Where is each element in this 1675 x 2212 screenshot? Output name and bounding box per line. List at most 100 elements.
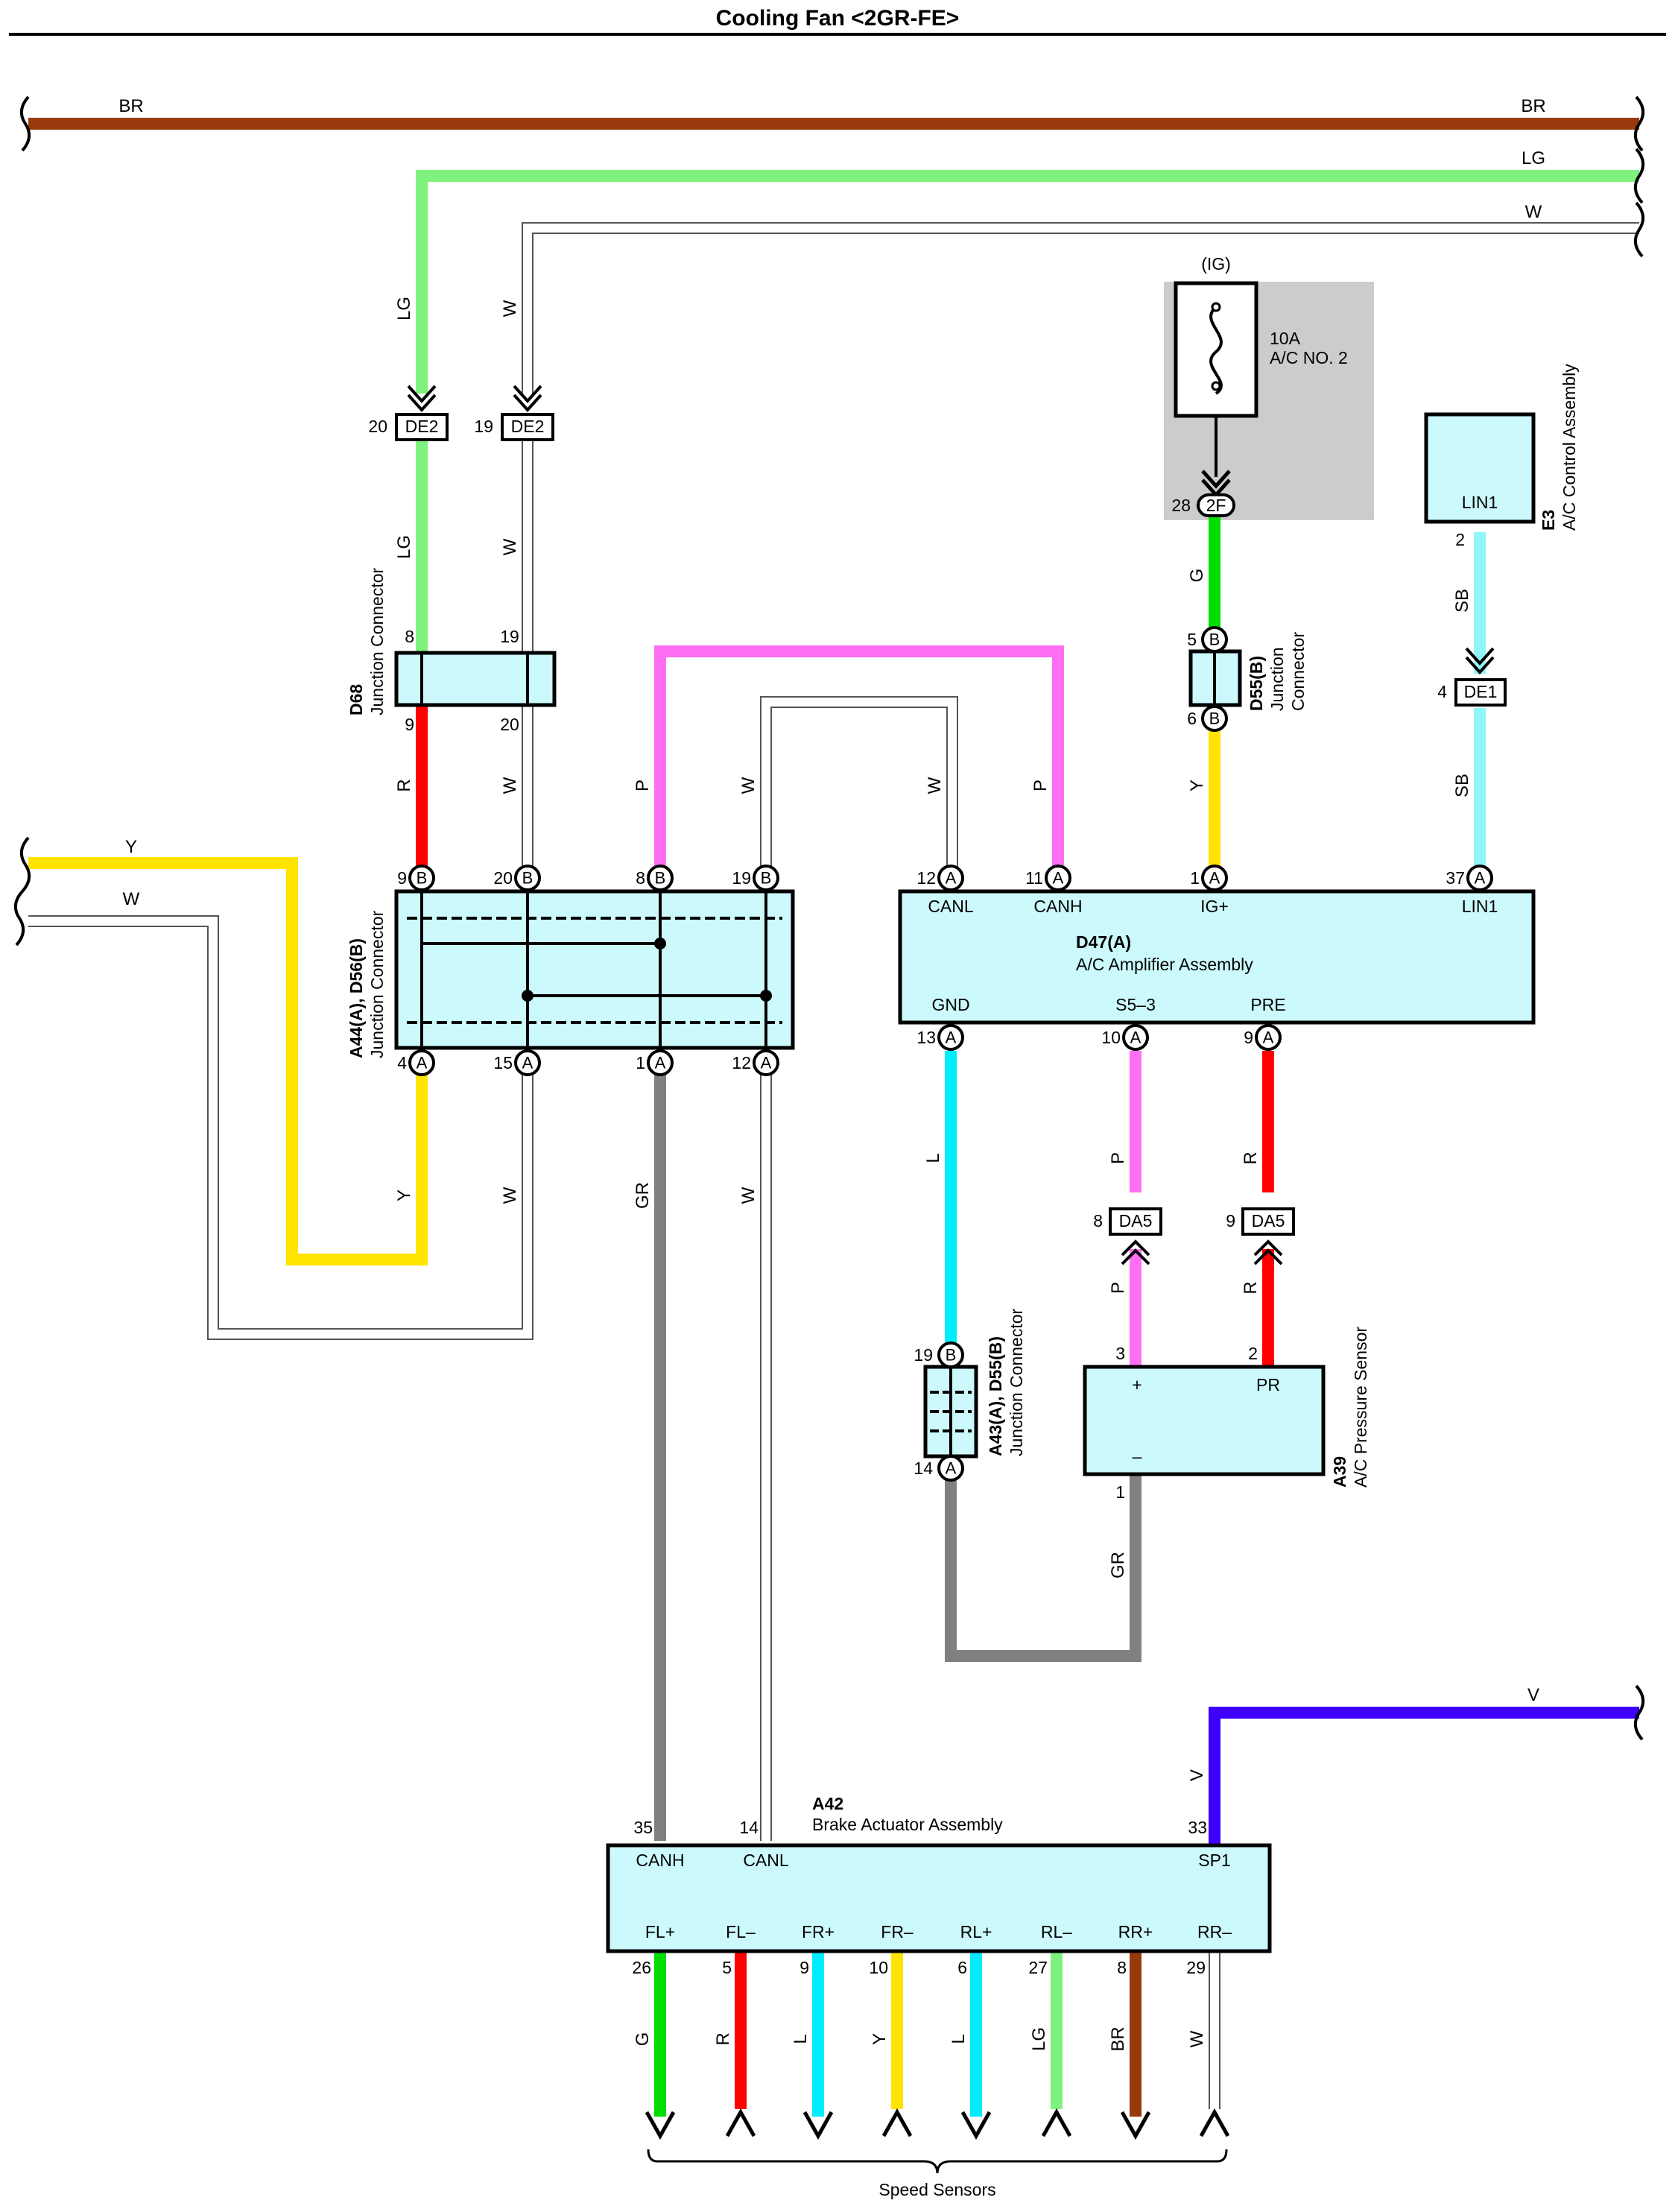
pin-circle bbox=[1201, 626, 1228, 653]
pin-number: 8 bbox=[1117, 1958, 1127, 1977]
wire-label: R bbox=[394, 779, 414, 791]
pin-number: 19 bbox=[732, 868, 751, 888]
terminal-label: FL– bbox=[726, 1922, 756, 1941]
pin-circle bbox=[1201, 865, 1228, 891]
connector-box bbox=[501, 413, 554, 441]
arrow-down-icon bbox=[802, 2111, 834, 2140]
pin-circle bbox=[1255, 1024, 1282, 1051]
component-box bbox=[1424, 412, 1536, 524]
pin-number: 19 bbox=[474, 417, 493, 436]
connector-box bbox=[1109, 1207, 1162, 1236]
wire-label: W bbox=[123, 889, 140, 909]
pin-number: 2 bbox=[1455, 530, 1465, 549]
wire-y-left bbox=[28, 857, 428, 1265]
pin-number: 9 bbox=[1244, 1028, 1253, 1047]
component-box bbox=[1083, 1365, 1326, 1476]
pin-circle bbox=[1045, 865, 1071, 891]
splice-dot bbox=[522, 990, 533, 1002]
connector-code: DA5 bbox=[1119, 1211, 1153, 1230]
pin-number: 1 bbox=[636, 1053, 645, 1072]
pin-letter: A bbox=[946, 869, 957, 888]
wire-label: Y bbox=[394, 1189, 414, 1201]
wire-label: W bbox=[500, 300, 520, 317]
wire-label: BR bbox=[118, 96, 143, 116]
fuse-icon bbox=[1209, 306, 1223, 395]
wire-label: W bbox=[738, 777, 759, 794]
connector-code: DA5 bbox=[1252, 1211, 1285, 1230]
pin-letter: B bbox=[417, 869, 428, 888]
terminal-label: RL+ bbox=[960, 1922, 992, 1941]
wire-label: SB bbox=[1452, 589, 1472, 613]
pin-letter: B bbox=[522, 869, 533, 888]
terminal-label: FR+ bbox=[802, 1922, 835, 1941]
pin-letter: A bbox=[1130, 1028, 1142, 1047]
wire-label: P bbox=[1108, 1152, 1128, 1164]
pin-number: 14 bbox=[739, 1818, 759, 1837]
wire-label: R bbox=[1241, 1281, 1261, 1294]
e3-ac-control-assembly: LIN1 2 E3 A/C Control Assembly bbox=[1424, 364, 1579, 549]
component-box bbox=[898, 889, 1536, 1025]
pin-number: 6 bbox=[1187, 709, 1197, 728]
pin-number: 33 bbox=[1188, 1818, 1207, 1837]
pin-number: 10 bbox=[869, 1958, 888, 1977]
wire-label: GR bbox=[633, 1182, 653, 1209]
pin-letter: A bbox=[1263, 1028, 1274, 1047]
pin-circle bbox=[1466, 865, 1493, 891]
pin-letter: A bbox=[1053, 869, 1064, 888]
terminal-label: PRE bbox=[1250, 995, 1285, 1014]
pin-number: 9 bbox=[1226, 1211, 1235, 1230]
pin-circle bbox=[647, 1049, 674, 1076]
connector-name: Connector bbox=[1288, 632, 1308, 711]
component-name: A/C Pressure Sensor bbox=[1351, 1327, 1370, 1488]
fuse-name: A/C NO. 2 bbox=[1270, 348, 1348, 367]
a43-d55-junction-connector: B A 19 14 A43(A), D55(B) Junction Connec… bbox=[914, 1308, 1026, 1482]
fuse-rating: 10A bbox=[1270, 329, 1301, 348]
wire-label: LG bbox=[1522, 148, 1545, 168]
terminal-label: S5–3 bbox=[1115, 995, 1156, 1014]
pin-letter: B bbox=[655, 869, 666, 888]
d47-pins: A12CANLA11CANHA1IG+A37LIN1GNDA13S5–3A10P… bbox=[916, 865, 1498, 1051]
vertical-wire-labels: LG W LG W R W P W W P G Y SB SB Y W GR W… bbox=[394, 297, 1472, 2052]
wire-label: V bbox=[1527, 1685, 1539, 1705]
pin-letter: A bbox=[946, 1028, 957, 1047]
break-marks bbox=[13, 95, 1645, 1741]
terminal-label: RR– bbox=[1197, 1922, 1232, 1941]
connector-name: Junction Connector bbox=[1007, 1308, 1026, 1456]
chevron-icon bbox=[1121, 1239, 1150, 1265]
break-mark bbox=[1633, 201, 1645, 258]
terminal-label: LIN1 bbox=[1462, 897, 1498, 916]
pin-circle bbox=[1201, 705, 1228, 732]
fuse-connector bbox=[1197, 493, 1235, 517]
wire-label: G bbox=[1187, 569, 1207, 583]
break-mark bbox=[1633, 148, 1645, 204]
connector-code: A43(A), D55(B) bbox=[986, 1336, 1005, 1456]
arrow-up-icon bbox=[725, 2108, 756, 2137]
terminal-label: CANL bbox=[743, 1851, 789, 1870]
component-name: A/C Control Assembly bbox=[1560, 364, 1579, 531]
pin-letter: A bbox=[1209, 869, 1220, 888]
pin-circle bbox=[1122, 1024, 1149, 1051]
terminal-label: + bbox=[1132, 1375, 1142, 1394]
wire-label: SB bbox=[1452, 774, 1472, 797]
d55b-junction-connector: B B 5 6 D55(B) Junction Connector bbox=[1187, 626, 1308, 732]
pin-number: 10 bbox=[1101, 1028, 1121, 1047]
connector-code: DE2 bbox=[511, 417, 545, 436]
break-mark bbox=[1633, 95, 1645, 152]
pin-letter: A bbox=[417, 1054, 428, 1072]
a42-brake-actuator-assembly: A42 Brake Actuator Assembly bbox=[606, 1794, 1272, 1953]
component-box bbox=[606, 1843, 1272, 1953]
pin-number: 27 bbox=[1028, 1958, 1048, 1977]
pin-circle bbox=[753, 865, 779, 891]
pin-number: 12 bbox=[916, 868, 936, 888]
connector-code: DE2 bbox=[405, 417, 439, 436]
wire-label: L bbox=[923, 1153, 943, 1163]
connector-code: DE1 bbox=[1464, 682, 1498, 701]
connector-box bbox=[395, 413, 449, 441]
wire-label: GR bbox=[1108, 1552, 1128, 1579]
break-mark bbox=[19, 95, 31, 152]
wire-label: P bbox=[1108, 1282, 1128, 1294]
chevron-icon bbox=[407, 385, 437, 412]
pin-number: 8 bbox=[1093, 1211, 1103, 1230]
fuse-terminal bbox=[1211, 381, 1221, 391]
wire-label: W bbox=[500, 777, 520, 794]
